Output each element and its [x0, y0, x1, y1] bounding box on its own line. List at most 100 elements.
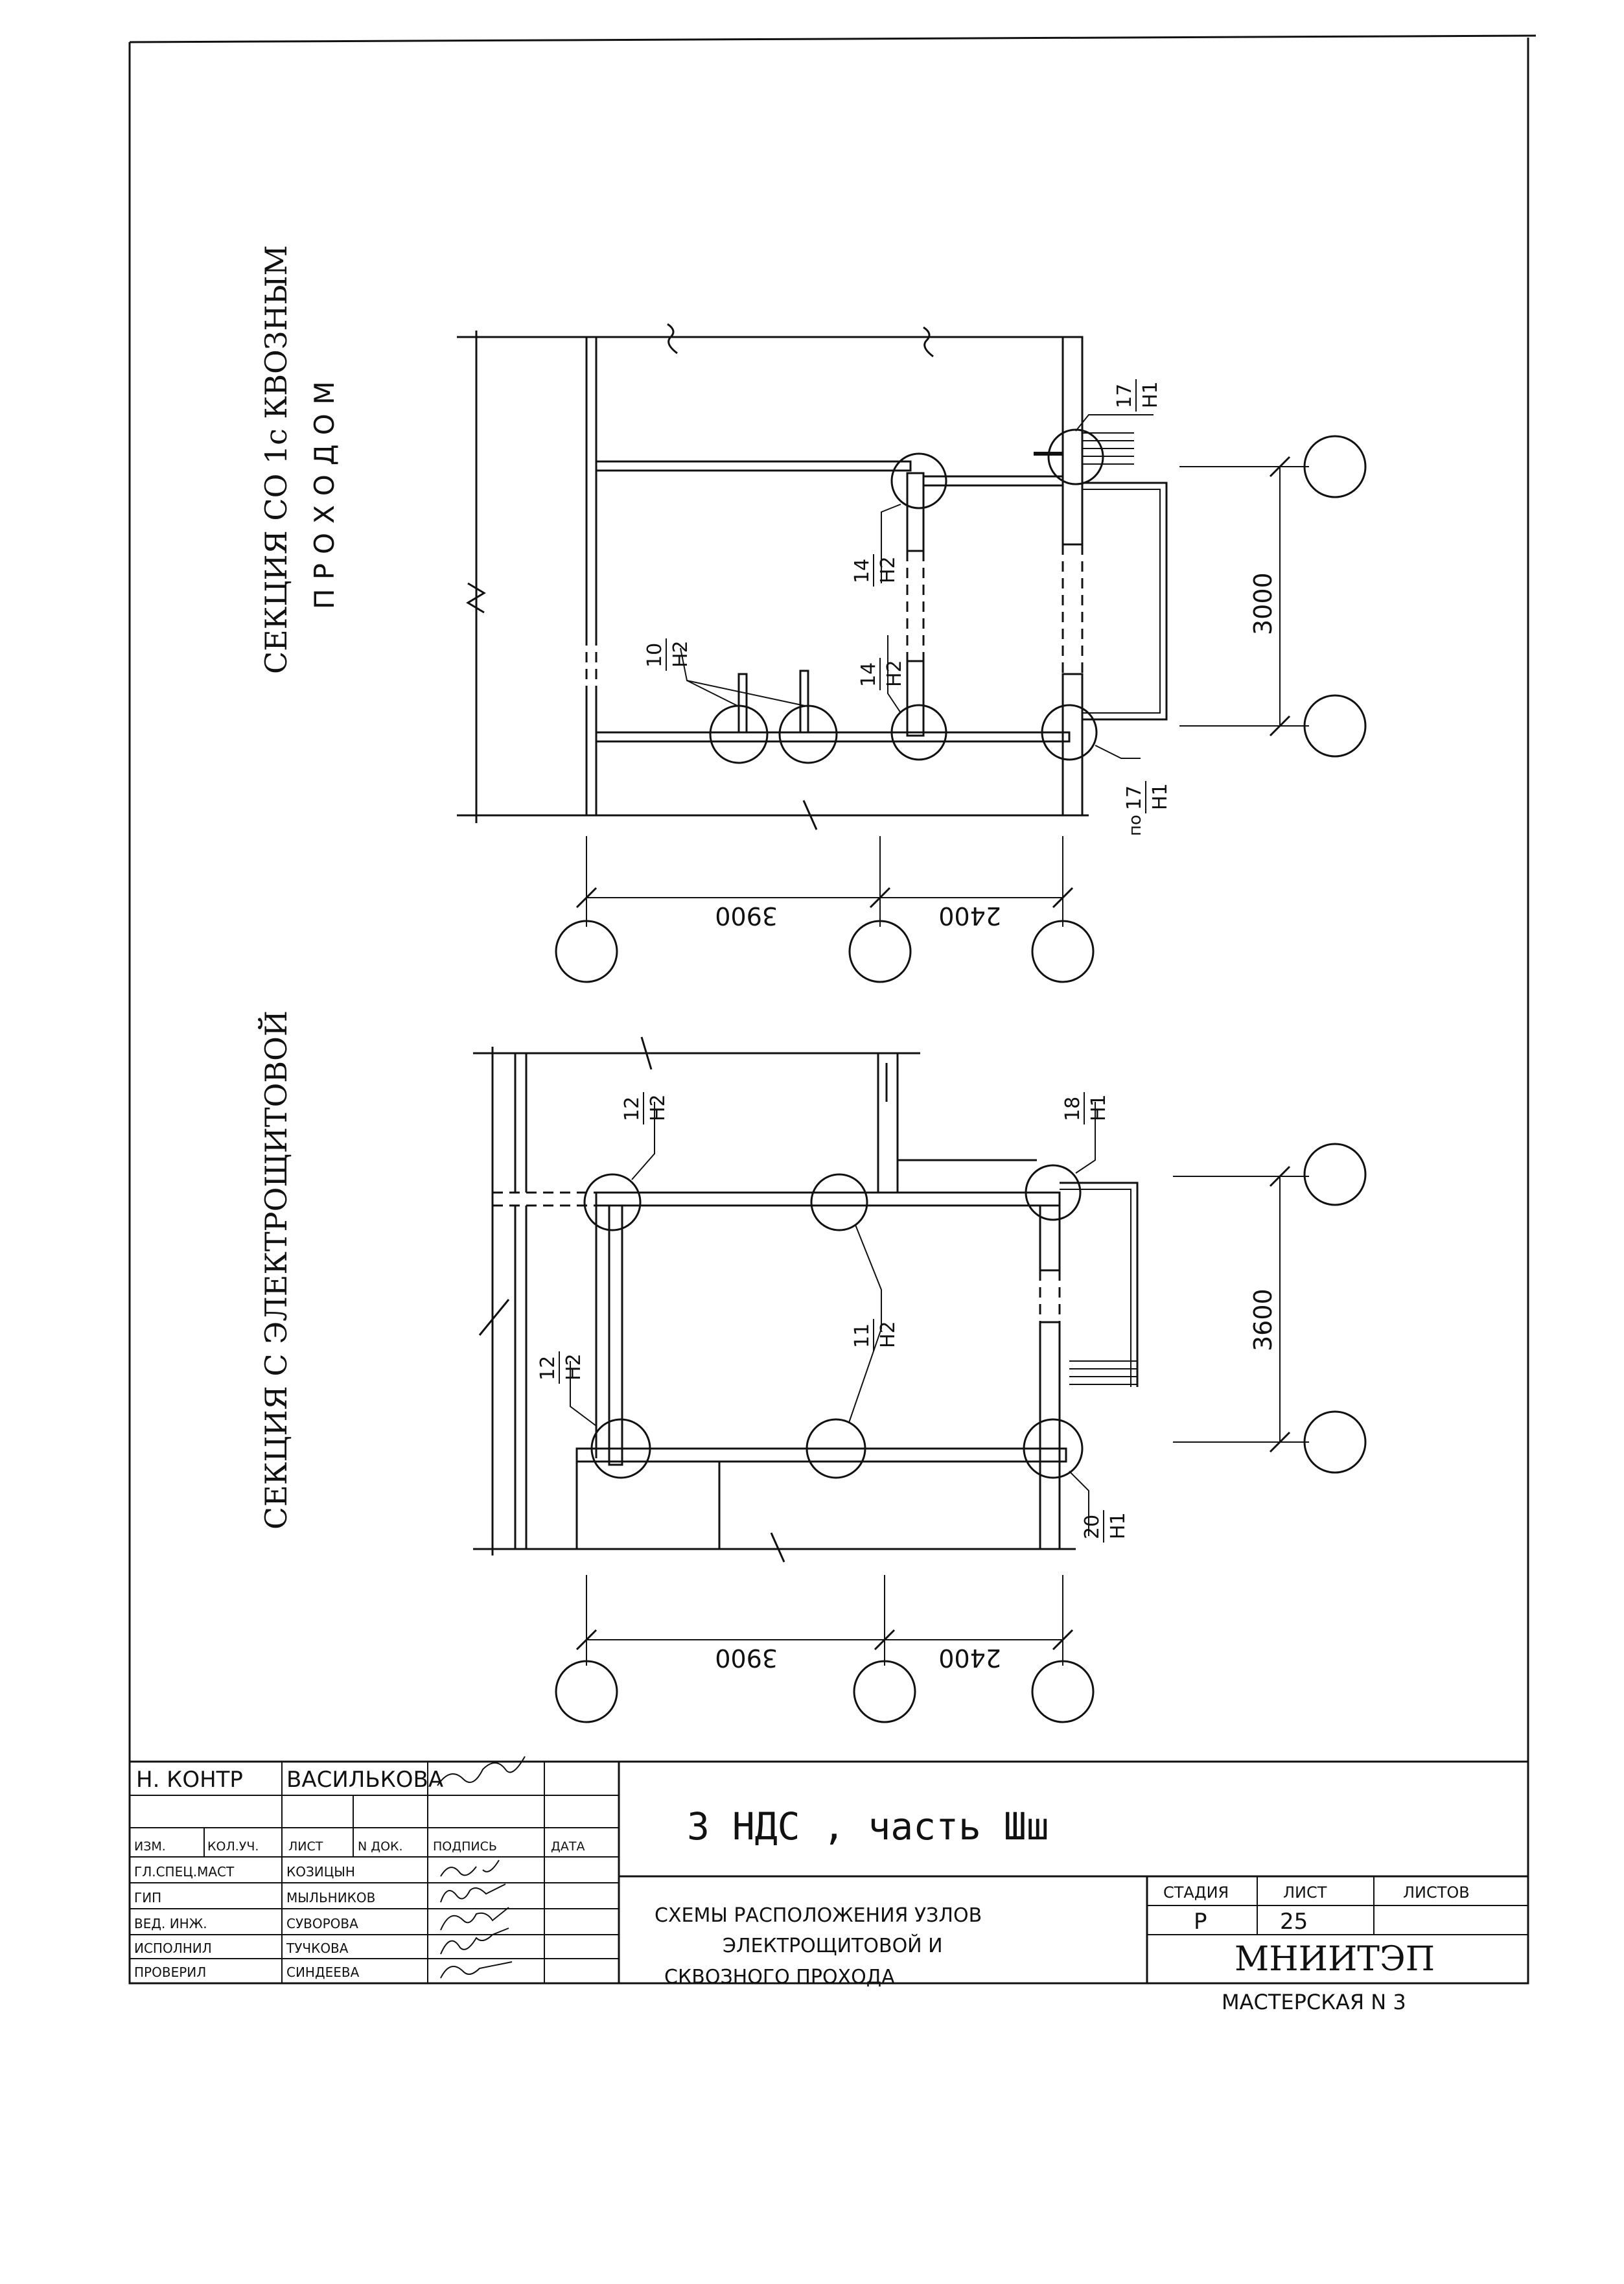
svg-text:Н2: Н2 [647, 1094, 669, 1121]
label-10: 10 Н2 [644, 638, 692, 671]
svg-text:11: 11 [851, 1323, 874, 1348]
project-code: 3 НДС , часть Шш [687, 1804, 1049, 1848]
row-name-2: СУВОРОВА [286, 1916, 358, 1931]
axis-bubble [853, 1660, 916, 1723]
break-mark [770, 1532, 785, 1563]
label-17: 17 Н1 [1113, 379, 1162, 412]
axis-bubble [555, 1660, 618, 1723]
hdr-izm: ИЗМ. [134, 1839, 166, 1854]
organization: МНИИТЭП [1235, 1940, 1435, 1979]
label-20: 20 Н1 [1081, 1510, 1130, 1543]
node-circle-11b [806, 1418, 866, 1479]
axis-bubble [848, 920, 912, 983]
svg-text:20: 20 [1081, 1515, 1104, 1539]
node-circle-20 [1023, 1418, 1084, 1479]
n-kontr-name: ВАСИЛЬКОВА [286, 1767, 443, 1793]
sheets-label: ЛИСТОВ [1403, 1883, 1470, 1902]
node-circle-12a [583, 1173, 642, 1231]
svg-text:12: 12 [537, 1356, 559, 1381]
signature [440, 1883, 506, 1903]
sheet-value: 25 [1280, 1909, 1308, 1935]
svg-text:Н2: Н2 [877, 1321, 899, 1348]
axis-bubble [1303, 694, 1367, 758]
label-12a: 12 Н2 [621, 1092, 669, 1125]
stage-label: СТАДИЯ [1163, 1883, 1229, 1902]
top-section: СЕКЦИЯ СО 1с КВОЗНЫМ ПРОХОДОМ [259, 245, 1367, 983]
svg-text:Н1: Н1 [1107, 1512, 1130, 1539]
svg-text:Н1: Н1 [1139, 381, 1162, 408]
row-role-1: ГИП [134, 1890, 161, 1905]
svg-text:18: 18 [1061, 1097, 1084, 1121]
row-name-0: КОЗИЦЫН [286, 1864, 355, 1880]
svg-text:Н2: Н2 [563, 1353, 585, 1381]
break-mark [466, 582, 486, 614]
axis-bubble [1303, 1410, 1367, 1474]
workshop: МАСТЕРСКАЯ N 3 [1222, 1990, 1406, 2014]
dim-3000: 3000 [1249, 572, 1277, 635]
svg-text:17: 17 [1123, 786, 1146, 810]
hdr-data: ДАТА [551, 1839, 585, 1854]
svg-text:14: 14 [857, 662, 880, 687]
break-mark [478, 1299, 510, 1336]
node-circle-11a [810, 1173, 868, 1231]
label-12b: 12 Н2 [537, 1351, 585, 1384]
hdr-kol-uch: КОЛ.УЧ. [207, 1839, 259, 1854]
n-kontr-label: Н. КОНТР [136, 1767, 243, 1793]
axis-bubble [1303, 435, 1367, 498]
svg-text:10: 10 [644, 643, 666, 668]
node-circle-17b [1041, 704, 1098, 761]
axis-bubble [1303, 1143, 1367, 1206]
sheet-frame [128, 34, 1537, 1985]
signature [440, 1961, 513, 1979]
hdr-n-dok: N ДОК. [358, 1839, 403, 1854]
dim-3900-top: 3900 [715, 902, 778, 930]
row-name-3: ТУЧКОВА [286, 1940, 349, 1956]
node-circle-14b [890, 704, 947, 761]
node-circle-17 [1047, 428, 1104, 485]
svg-text:Н1: Н1 [1149, 783, 1172, 810]
axis-bubble [1031, 920, 1095, 983]
dim-3600: 3600 [1249, 1288, 1277, 1351]
label-17b: по 17 Н1 [1123, 781, 1172, 836]
dim-3900-bottom: 3900 [715, 1644, 778, 1672]
title-block: Н. КОНТР ВАСИЛЬКОВА ИЗМ. КОЛ.УЧ. ЛИСТ N … [128, 1756, 1529, 2014]
dim-2400-top: 2400 [938, 902, 1001, 930]
break-mark [802, 800, 818, 830]
svg-text:12: 12 [621, 1097, 644, 1121]
svg-text:Н2: Н2 [877, 556, 899, 583]
break-mark [923, 326, 934, 358]
row-role-4: ПРОВЕРИЛ [134, 1964, 206, 1980]
bottom-section: СЕКЦИЯ С ЭЛЕКТРОЩИТОВОЙ [257, 1010, 1367, 1723]
label-11: 11 Н2 [851, 1319, 899, 1351]
row-name-4: СИНДЕЕВА [286, 1964, 360, 1980]
signature [440, 1928, 509, 1955]
sheet-label: ЛИСТ [1283, 1883, 1327, 1902]
desc-line2: ЭЛЕКТРОЩИТОВОЙ И [723, 1934, 943, 1957]
hdr-podpis: ПОДПИСЬ [433, 1839, 497, 1854]
stage-value: Р [1194, 1909, 1207, 1935]
row-name-1: МЫЛЬНИКОВ [286, 1890, 375, 1905]
axis-bubble [555, 920, 618, 983]
desc-line1: СХЕМЫ РАСПОЛОЖЕНИЯ УЗЛОВ [655, 1904, 982, 1927]
hdr-list: ЛИСТ [288, 1839, 323, 1854]
break-mark [667, 323, 678, 355]
svg-text:Н2: Н2 [669, 640, 692, 668]
node-circle-18 [1025, 1164, 1082, 1221]
signature-n-kontr [437, 1756, 526, 1786]
svg-text:Н1: Н1 [1087, 1094, 1110, 1121]
label-14b: 14 Н2 [857, 658, 906, 690]
node-circle-12b [590, 1418, 651, 1479]
top-section-title-line2: ПРОХОДОМ [308, 372, 340, 609]
svg-text:14: 14 [851, 559, 874, 583]
dim-2400-bottom: 2400 [938, 1644, 1001, 1672]
svg-text:по: по [1126, 815, 1145, 836]
break-mark [640, 1036, 653, 1070]
row-role-0: ГЛ.СПЕЦ.МАСТ [134, 1864, 235, 1880]
axis-bubble [1031, 1660, 1095, 1723]
svg-text:Н2: Н2 [883, 660, 906, 687]
desc-line3: СКВОЗНОГО ПРОХОДА [664, 1966, 895, 1988]
row-role-2: ВЕД. ИНЖ. [134, 1916, 207, 1931]
signature [440, 1907, 509, 1931]
svg-text:17: 17 [1113, 384, 1136, 408]
